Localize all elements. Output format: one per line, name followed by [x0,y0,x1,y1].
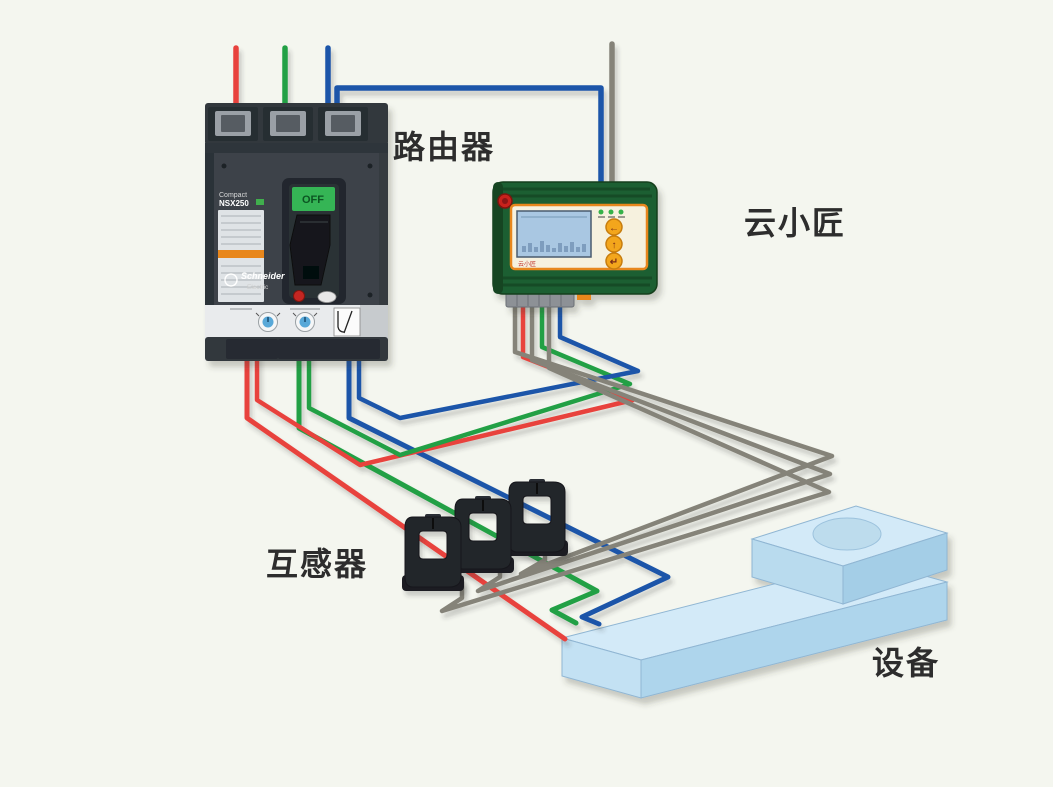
equipment-slab-end [561,637,642,699]
wire-phase-c-tap [356,297,641,421]
breaker-brand: Schneider Electric [224,271,285,291]
button-up-glyph: ↑ [612,240,617,251]
breaker-series-text: Compact [219,192,247,199]
breaker-model-text: NSX250 [219,199,249,208]
wire-ct3-lead [512,297,835,577]
monitor-device: 云小匠 ← ↑ ↵ [492,181,658,308]
label-monitor: 云小匠 [744,205,846,241]
equipment-hole [812,517,882,551]
breaker-dial-1 [255,312,281,332]
wire-phase-b-tap [306,297,633,458]
monitor-screen-tag: 云小匠 [518,260,536,268]
breaker-label-panel: Compact NSX250 [218,192,264,302]
label-equipment: 设备 [872,645,940,681]
breaker-toggle: OFF [282,178,346,304]
button-left-glyph: ← [609,223,619,234]
button-enter [605,252,623,270]
wire-ct1-lead [439,297,832,614]
monitor-lcd [516,210,592,258]
wire-phase-a-tap [254,297,636,468]
button-left [605,218,623,236]
breaker-dial-strip [205,305,388,339]
monitor-buttons: ← ↑ ↵ [605,218,623,270]
trip-curve-icon [333,307,361,337]
brand-line1: Schneider [241,271,285,281]
breaker-status-text: OFF [302,194,324,206]
equipment-box-right [842,532,948,605]
label-breaker: 路由器 [393,129,495,165]
monitor-leds [598,209,625,218]
trip-test-button [293,290,305,302]
button-up [605,235,623,253]
breaker-top-lugs [208,107,368,141]
equipment-block [560,505,949,699]
breaker-dial-2 [292,312,318,332]
label-transformers: 互感器 [266,546,368,582]
wire-phase-b-main [296,341,600,626]
circuit-breaker: Compact NSX250 OFF Schn [205,103,388,361]
wire-phase-c-main [346,341,671,627]
ct-clamp-1 [402,514,464,591]
button-enter-glyph: ↵ [610,257,618,268]
current-transformers [402,479,568,591]
ct-clamp-2 [452,496,514,573]
ct-clamp-3 [506,479,568,556]
wire-ct2-lead [475,297,833,594]
brand-line2: Electric [247,284,269,291]
